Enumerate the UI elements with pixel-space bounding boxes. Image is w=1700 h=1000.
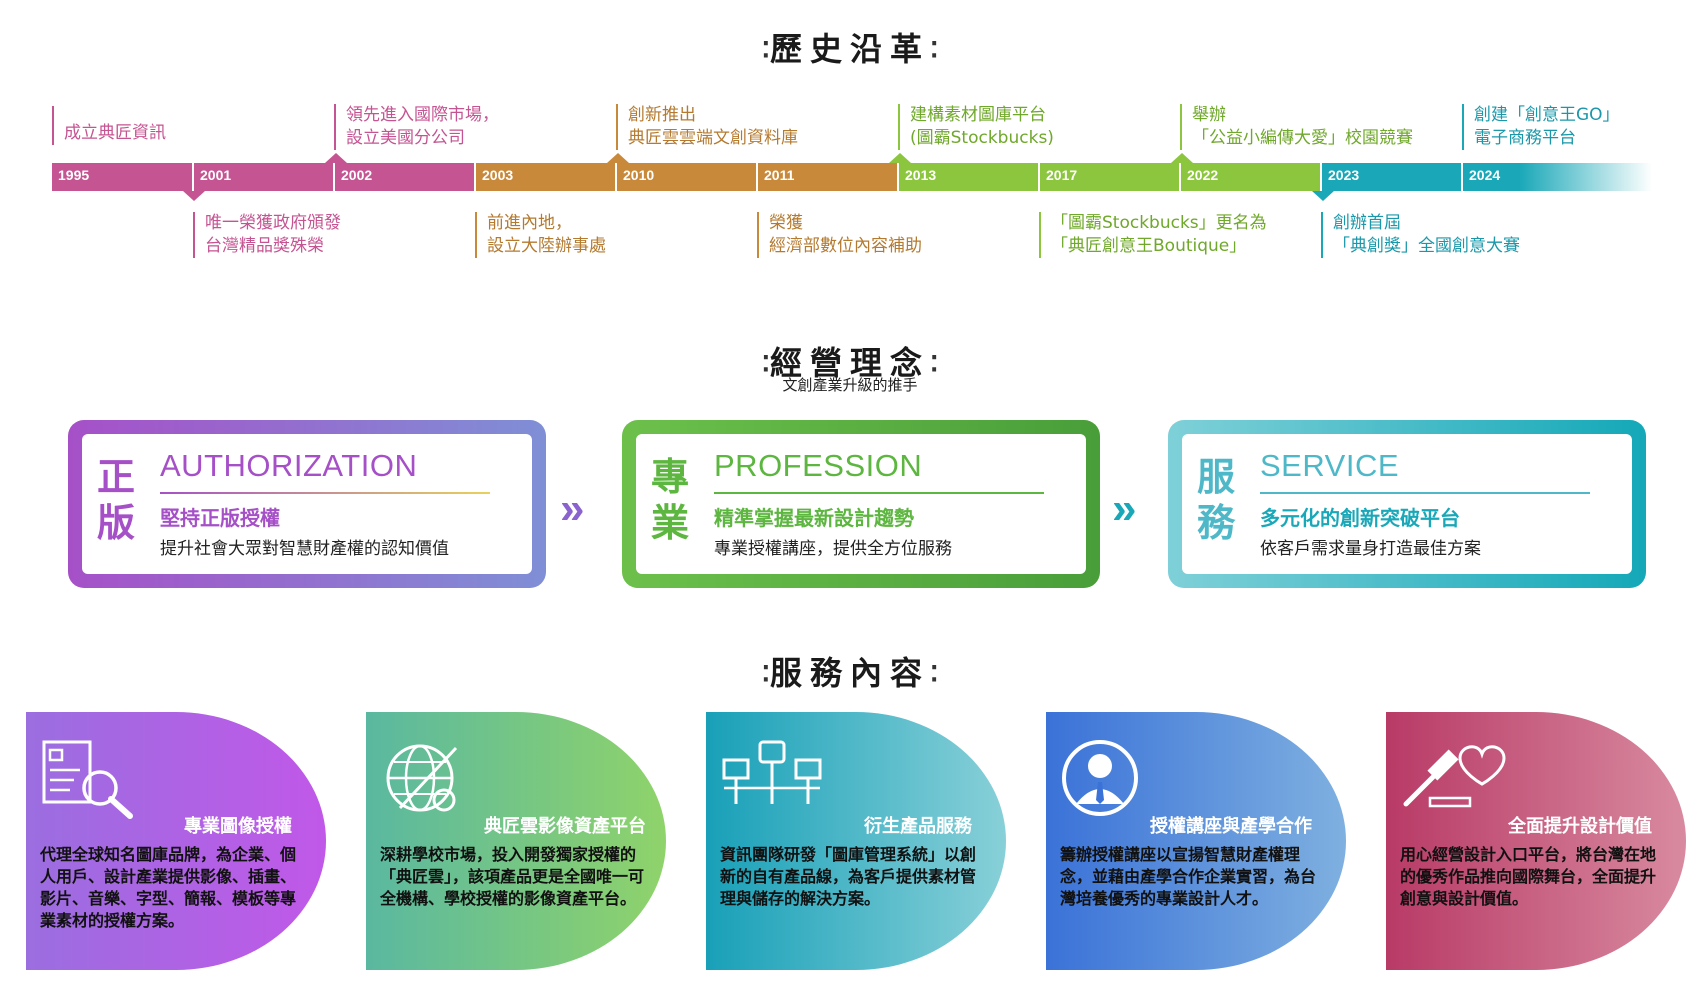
card-description: 提升社會大眾對智慧財產權的認知價值 xyxy=(160,539,449,559)
service-description: 用心經營設計入口平台，將台灣在地的優秀作品推向國際舞台，全面提升創意與設計價值。 xyxy=(1400,845,1657,908)
card-authorization: 正版 AUTHORIZATION 堅持正版授權 提升社會大眾對智慧財產權的認知價… xyxy=(68,420,546,588)
timeline-pin xyxy=(325,153,347,163)
card-cjk: 服務 xyxy=(1196,455,1235,545)
service-title: 衍生產品服務 xyxy=(864,816,972,837)
timeline-bar: 1995 2001 2002 2003 2010 2011 2013 2017 … xyxy=(52,163,1652,191)
service-title: 授權講座與產學合作 xyxy=(1150,816,1312,837)
document-search-icon xyxy=(42,740,133,819)
dots-icon: ⁚ xyxy=(761,38,770,64)
timeline-event-2003: 前進內地，設立大陸辦事處 xyxy=(475,212,606,258)
dots-icon: ⁚ xyxy=(930,662,939,688)
card-description: 專業授權講座，提供全方位服務 xyxy=(714,539,952,559)
timeline-segment: 1995 xyxy=(52,163,194,191)
service-tile-cloud-platform: 典匠雲影像資產平台 深耕學校市場，投入開發獨家授權的「典匠雲」，該項產品更是全國… xyxy=(366,712,666,970)
card-subtitle: 堅持正版授權 xyxy=(160,506,280,530)
timeline-event-2017: 「圖霸Stockbucks」更名為「典匠創意王Boutique」 xyxy=(1039,212,1267,258)
businessman-icon xyxy=(1062,740,1138,816)
timeline-event-1995: 成立典匠資訊 xyxy=(52,106,166,145)
card-cjk: 專業 xyxy=(650,455,689,545)
timeline-event-2022: 舉辦「公益小編傳大愛」校園競賽 xyxy=(1180,104,1413,150)
timeline-pin xyxy=(183,191,205,201)
services-title: ⁚服務內容⁚ xyxy=(761,654,939,692)
service-tile-image-licensing: 專業圖像授權 代理全球知名圖庫品牌，為企業、個人用戶、設計產業提供影像、插畫、影… xyxy=(26,712,326,970)
timeline-segment: 2024 xyxy=(1463,163,1652,191)
timeline-segment: 2010 xyxy=(617,163,758,191)
service-tile-design-value: 全面提升設計價值 用心經營設計入口平台，將台灣在地的優秀作品推向國際舞台，全面提… xyxy=(1386,712,1686,970)
timeline-segment: 2017 xyxy=(1040,163,1181,191)
service-title: 專業圖像授權 xyxy=(184,816,292,837)
service-tile-lectures: 授權講座與產學合作 籌辦授權講座以宣揚智慧財產權理念，並藉由產學合作企業實習，為… xyxy=(1046,712,1346,970)
timeline-segment: 2001 xyxy=(194,163,335,191)
timeline-event-2013: 建構素材圖庫平台(圖霸Stockbucks) xyxy=(898,104,1054,150)
dots-icon: ⁚ xyxy=(930,38,939,64)
card-divider xyxy=(714,492,1044,494)
service-title: 全面提升設計價值 xyxy=(1508,816,1652,837)
timeline-segment: 2002 xyxy=(335,163,476,191)
timeline-event-2002: 領先進入國際市場，設立美國分公司 xyxy=(334,104,499,150)
philosophy-subtitle: 文創產業升級的推手 xyxy=(782,376,918,394)
timeline-segment: 2022 xyxy=(1181,163,1322,191)
card-service: 服務 SERVICE 多元化的創新突破平台 依客戶需求量身打造最佳方案 xyxy=(1168,420,1646,588)
timeline-pin xyxy=(607,153,629,163)
timeline-segment: 2003 xyxy=(476,163,617,191)
timeline-segment: 2013 xyxy=(899,163,1040,191)
service-description: 籌辦授權講座以宣揚智慧財產權理念，並藉由產學合作企業實習，為台灣培養優秀的專業設… xyxy=(1060,845,1317,908)
card-en-title: SERVICE xyxy=(1260,448,1400,483)
dots-icon: ⁚ xyxy=(930,352,939,378)
card-divider xyxy=(160,492,490,494)
card-en-title: AUTHORIZATION xyxy=(160,448,418,483)
service-title: 典匠雲影像資產平台 xyxy=(484,816,646,837)
timeline-event-2011: 榮獲經濟部數位內容補助 xyxy=(757,212,922,258)
timeline-segment: 2023 xyxy=(1322,163,1463,191)
timeline-event-2001: 唯一榮獲政府頒發台灣精品獎殊榮 xyxy=(193,212,341,258)
card-en-title: PROFESSION xyxy=(714,448,923,483)
chevron-right-icon: » xyxy=(1112,484,1137,533)
dots-icon: ⁚ xyxy=(761,662,770,688)
history-title: ⁚歷史沿革⁚ xyxy=(761,30,939,68)
team-computer-icon xyxy=(722,740,822,804)
card-subtitle: 精準掌握最新設計趨勢 xyxy=(714,506,914,530)
service-description: 代理全球知名圖庫品牌，為企業、個人用戶、設計產業提供影像、插畫、影片、音樂、字型… xyxy=(40,845,297,930)
service-description: 深耕學校市場，投入開發獨家授權的「典匠雲」，該項產品更是全國唯一可全機構、學校授… xyxy=(380,845,645,908)
timeline-event-2023: 創辦首屆「典創獎」全國創意大賽 xyxy=(1321,212,1520,258)
timeline-pin xyxy=(1171,153,1193,163)
timeline-event-2024: 創建「創意王GO」電子商務平台 xyxy=(1462,104,1620,150)
globe-icon xyxy=(386,744,458,812)
chevron-right-icon: » xyxy=(560,484,585,533)
card-divider xyxy=(1260,492,1590,494)
gavel-heart-icon xyxy=(1403,745,1506,808)
service-description: 資訊團隊研發「圖庫管理系統」以創新的自有產品線，為客戶提供素材管理與儲存的解決方… xyxy=(720,845,977,908)
service-tile-derivative-products: 衍生產品服務 資訊團隊研發「圖庫管理系統」以創新的自有產品線，為客戶提供素材管理… xyxy=(706,712,1006,970)
philosophy-title: ⁚經營理念⁚ xyxy=(761,344,939,382)
timeline-event-2010: 創新推出典匠雲雲端文創資料庫 xyxy=(616,104,798,150)
timeline-pin xyxy=(889,153,911,163)
card-subtitle: 多元化的創新突破平台 xyxy=(1260,506,1460,530)
card-profession: 專業 PROFESSION 精準掌握最新設計趨勢 專業授權講座，提供全方位服務 xyxy=(622,420,1100,588)
dots-icon: ⁚ xyxy=(761,352,770,378)
timeline-segment: 2011 xyxy=(758,163,899,191)
timeline-pin xyxy=(1312,191,1334,201)
card-cjk: 正版 xyxy=(96,455,135,545)
card-description: 依客戶需求量身打造最佳方案 xyxy=(1260,539,1481,559)
